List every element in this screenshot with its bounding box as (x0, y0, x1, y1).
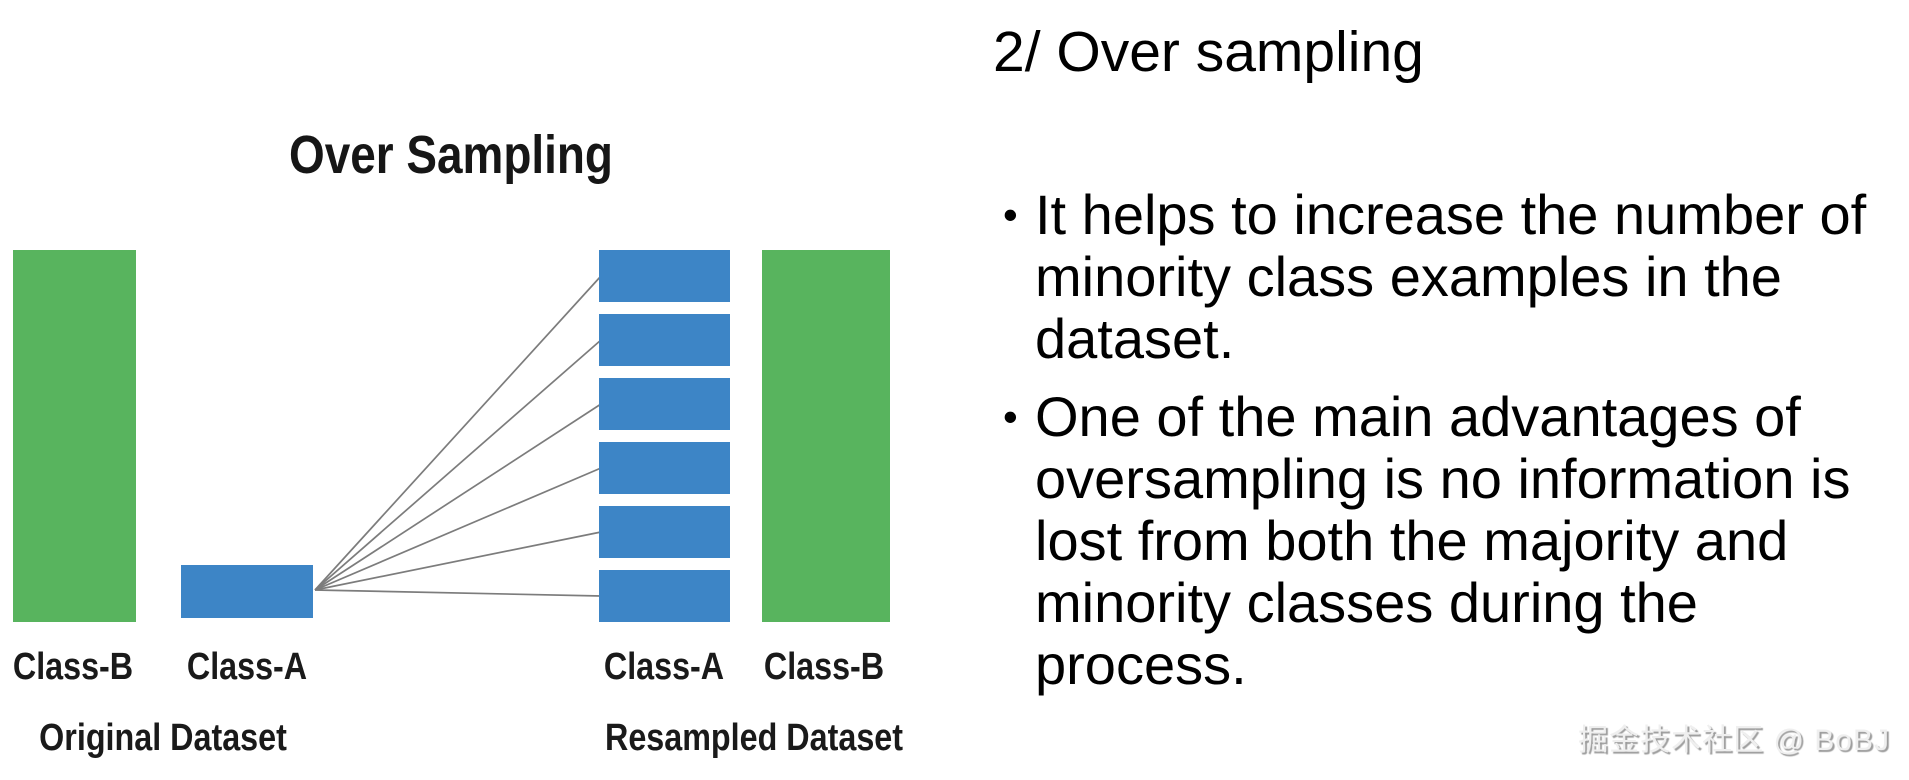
class-b-resampled-bar (762, 250, 890, 622)
class-a-sample-bar (599, 314, 730, 366)
class-a-sample-bar (599, 570, 730, 622)
diagram-title: Over Sampling (289, 125, 613, 185)
class-a-sample-bar (599, 442, 730, 494)
caption-resampled-dataset: Resampled Dataset (604, 717, 904, 759)
class-a-sample-bar (599, 378, 730, 430)
panel-title: 2/ Over sampling (993, 20, 1424, 84)
label-class-b-resampled: Class-B (763, 646, 885, 688)
bullet-list: It helps to increase the number of minor… (1001, 184, 1901, 712)
class-a-sample-bar (599, 250, 730, 302)
caption-original-dataset: Original Dataset (39, 717, 287, 759)
bullet-item-increase-minority: It helps to increase the number of minor… (1001, 184, 1901, 370)
label-class-a-resampled: Class-A (603, 646, 725, 688)
label-class-a-original: Class-A (186, 646, 308, 688)
label-class-b-original: Class-B (12, 646, 134, 688)
class-a-sample-bar (599, 506, 730, 558)
class-a-original-bar (181, 565, 313, 618)
watermark: 掘金技术社区 @ BoBJ (1578, 724, 1890, 757)
class-b-original-bar (13, 250, 136, 622)
bullet-item-no-information-lost: One of the main advantages of oversampli… (1001, 386, 1901, 696)
resampled-class-a-stack (599, 250, 730, 622)
